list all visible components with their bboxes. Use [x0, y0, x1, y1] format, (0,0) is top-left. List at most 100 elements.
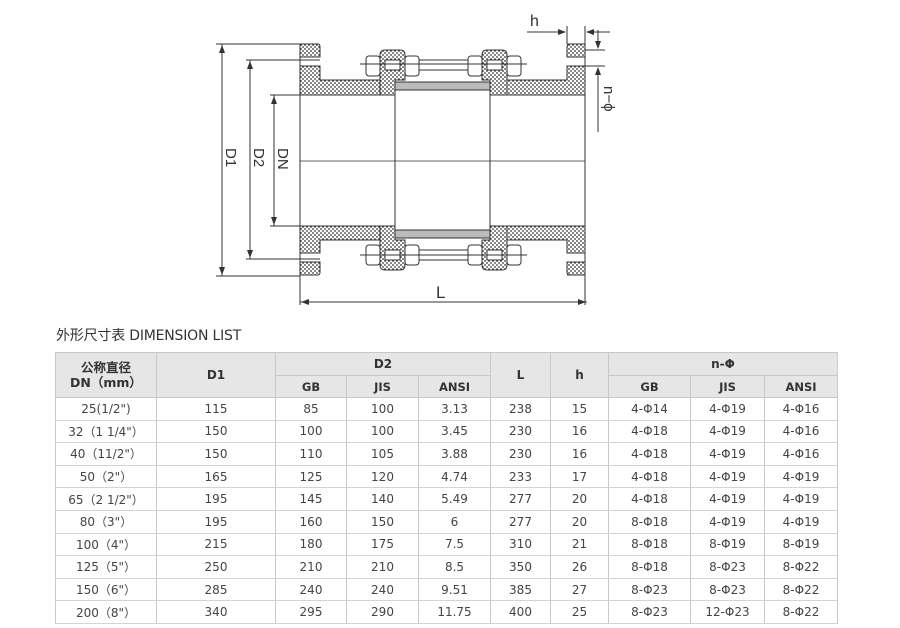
label-l: L: [436, 283, 445, 302]
cell-dn: 150（6"）: [55, 577, 157, 602]
cell-nphi-jis: 4-Φ19: [690, 487, 765, 511]
cell-d1: 250: [156, 555, 276, 579]
cell-d2-jis: 240: [346, 577, 419, 602]
table-title: 外形尺寸表 DIMENSION LIST: [56, 328, 242, 344]
cell-dn: 65（2 1/2"）: [55, 487, 157, 511]
cell-l: 350: [490, 555, 551, 579]
header-d2-jis: JIS: [346, 375, 419, 398]
cell-nphi-jis: 8-Φ23: [690, 577, 765, 602]
cell-l: 230: [490, 442, 551, 466]
cell-h: 25: [550, 600, 609, 624]
cell-nphi-ansi: 4-Φ19: [763, 464, 839, 489]
cell-d1: 165: [156, 464, 276, 489]
cell-l: 385: [490, 577, 551, 602]
cell-dn: 100（4"）: [55, 532, 157, 557]
cell-nphi-jis: 4-Φ19: [690, 419, 765, 444]
label-d1: D1: [222, 148, 239, 167]
cell-d1: 115: [156, 397, 276, 421]
cell-dn: 50（2"）: [55, 464, 157, 489]
cell-d1: 195: [156, 509, 276, 534]
cell-d2-gb: 145: [275, 487, 347, 511]
cell-d2-ansi: 11.75: [418, 600, 491, 624]
cell-nphi-jis: 8-Φ19: [690, 532, 765, 557]
cell-nphi-ansi: 8-Φ22: [763, 577, 839, 602]
cell-d2-jis: 100: [346, 419, 419, 444]
cell-nphi-ansi: 8-Φ22: [763, 600, 839, 624]
header-nphi-jis: JIS: [690, 375, 765, 398]
cell-nphi-gb: 8-Φ23: [608, 577, 691, 602]
cell-d2-gb: 100: [275, 419, 347, 444]
header-d1: D1: [156, 352, 276, 398]
header-nphi-gb: GB: [608, 375, 691, 398]
cell-l: 310: [490, 532, 551, 557]
cell-d1: 150: [156, 419, 276, 444]
cell-dn: 80（3"）: [55, 509, 157, 534]
cell-l: 238: [490, 397, 551, 421]
cell-nphi-ansi: 4-Φ19: [763, 509, 839, 534]
cell-dn: 200（8"）: [55, 600, 157, 624]
cell-nphi-ansi: 4-Φ16: [763, 442, 839, 466]
cell-d2-gb: 295: [275, 600, 347, 624]
cell-nphi-ansi: 8-Φ22: [763, 555, 839, 579]
cell-dn: 32（1 1/4"）: [55, 419, 157, 444]
cell-nphi-gb: 4-Φ18: [608, 487, 691, 511]
cell-d2-ansi: 7.5: [418, 532, 491, 557]
cell-d2-ansi: 9.51: [418, 577, 491, 602]
cell-d2-gb: 210: [275, 555, 347, 579]
header-h: h: [550, 352, 609, 398]
label-d2: D2: [250, 148, 267, 167]
cell-d2-jis: 120: [346, 464, 419, 489]
cell-nphi-jis: 12-Φ23: [690, 600, 765, 624]
cell-d1: 285: [156, 577, 276, 602]
cell-d2-jis: 105: [346, 442, 419, 466]
cell-d2-ansi: 5.49: [418, 487, 491, 511]
label-h: h: [530, 13, 539, 30]
cell-nphi-jis: 4-Φ19: [690, 464, 765, 489]
cell-d2-jis: 150: [346, 509, 419, 534]
cell-nphi-gb: 8-Φ18: [608, 555, 691, 579]
cell-d2-ansi: 4.74: [418, 464, 491, 489]
cell-nphi-ansi: 4-Φ19: [763, 487, 839, 511]
cell-d2-gb: 110: [275, 442, 347, 466]
cell-d2-jis: 210: [346, 555, 419, 579]
cell-d2-jis: 175: [346, 532, 419, 557]
cell-d1: 195: [156, 487, 276, 511]
cell-nphi-gb: 4-Φ14: [608, 397, 691, 421]
cell-d2-gb: 240: [275, 577, 347, 602]
cell-nphi-jis: 4-Φ19: [690, 442, 765, 466]
cell-d2-gb: 85: [275, 397, 347, 421]
cell-nphi-gb: 4-Φ18: [608, 464, 691, 489]
cell-h: 16: [550, 419, 609, 444]
cell-nphi-ansi: 4-Φ16: [763, 419, 839, 444]
cell-nphi-gb: 8-Φ23: [608, 600, 691, 624]
cell-d2-ansi: 3.88: [418, 442, 491, 466]
header-d2-ansi: ANSI: [418, 375, 491, 398]
cell-d2-ansi: 8.5: [418, 555, 491, 579]
cell-l: 277: [490, 509, 551, 534]
cell-nphi-gb: 4-Φ18: [608, 442, 691, 466]
cell-d2-gb: 180: [275, 532, 347, 557]
cell-l: 233: [490, 464, 551, 489]
cell-dn: 40（11/2"）: [55, 442, 157, 466]
cell-d2-jis: 290: [346, 600, 419, 624]
cell-nphi-ansi: 4-Φ16: [763, 397, 839, 421]
header-d2: D2: [275, 352, 491, 376]
cell-nphi-gb: 4-Φ18: [608, 419, 691, 444]
cell-h: 26: [550, 555, 609, 579]
cell-h: 20: [550, 487, 609, 511]
cell-d2-ansi: 3.45: [418, 419, 491, 444]
cell-h: 27: [550, 577, 609, 602]
cell-d2-ansi: 3.13: [418, 397, 491, 421]
cell-d2-jis: 100: [346, 397, 419, 421]
cell-l: 400: [490, 600, 551, 624]
cell-h: 20: [550, 509, 609, 534]
cell-nphi-jis: 4-Φ19: [690, 397, 765, 421]
cell-l: 230: [490, 419, 551, 444]
coupling-cross-section-drawing: h n−ϕ D1 D2 DN L: [216, 13, 617, 305]
